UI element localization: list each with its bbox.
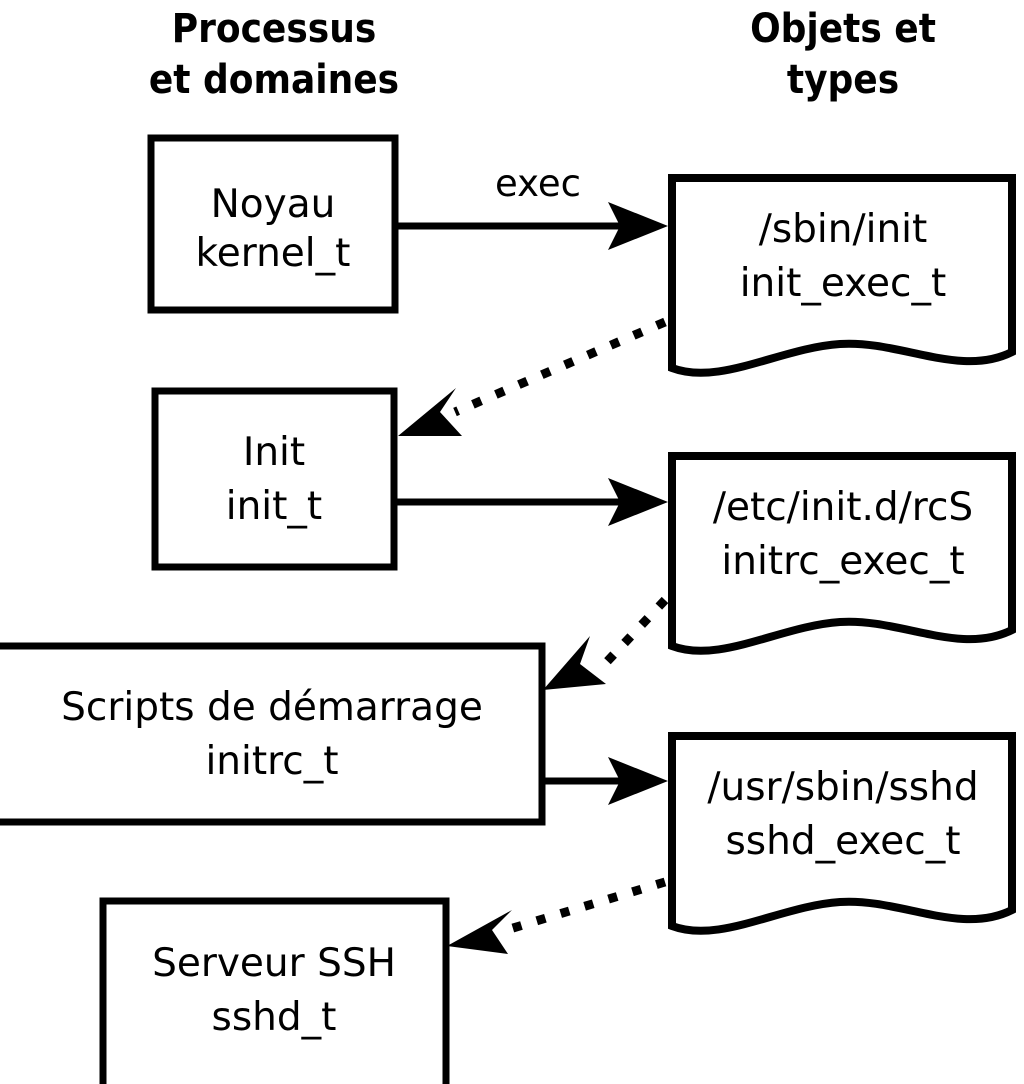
node-kernel-line1: Noyau (211, 182, 336, 227)
node-initrc-box[interactable] (0, 642, 546, 826)
column-header-processes-line1: Processus (172, 6, 377, 52)
edge-initrc-exec-transition-arrowhead (543, 636, 606, 690)
column-header-processes: Processus et domaines (149, 6, 399, 103)
node-kernel[interactable]: Noyau kernel_t (147, 134, 399, 314)
edge-init-exec-transition-line (453, 317, 667, 417)
node-sshd-exec-line2: sshd_exec_t (725, 819, 960, 864)
edge-initrc-exec-transition-line (598, 596, 669, 671)
node-sshd-line1: Serveur SSH (152, 941, 396, 986)
node-sshd-line2: sshd_t (212, 995, 337, 1040)
node-init-exec[interactable]: /sbin/init init_exec_t (668, 174, 1016, 377)
column-header-processes-line2: et domaines (149, 57, 399, 103)
node-init-exec-line2: init_exec_t (740, 261, 947, 306)
node-init-box[interactable] (151, 387, 398, 571)
column-header-objects: Objets et types (750, 6, 936, 103)
edge-sshd-exec-transition-arrowhead (447, 910, 512, 954)
edge-kernel-exec-init-exec: exec (396, 162, 668, 250)
edge-initrc-exec-sshd-exec (541, 757, 668, 805)
node-init-exec-line1: /sbin/init (759, 207, 928, 252)
node-init-exec-document-shape[interactable] (668, 174, 1016, 377)
edge-sshd-exec-transition-line (498, 877, 667, 937)
node-sshd-exec-line1: /usr/sbin/sshd (707, 765, 978, 810)
column-header-objects-line2: types (787, 57, 899, 103)
node-initrc-exec-document-shape[interactable] (668, 452, 1016, 655)
column-header-objects-line1: Objets et (750, 6, 936, 52)
edge-initrc-exec-sshd-arrowhead (608, 757, 668, 805)
node-sshd-box[interactable] (99, 897, 450, 1084)
node-sshd[interactable]: Serveur SSH sshd_t (99, 897, 450, 1084)
edge-init-exec-transition-arrowhead (398, 388, 462, 436)
node-sshd-exec-document-shape[interactable] (668, 732, 1016, 935)
node-initrc-exec-line1: /etc/init.d/rcS (713, 485, 973, 530)
node-initrc-exec-line2: initrc_exec_t (721, 539, 964, 584)
edge-initrc-exec-transition-initrc (543, 596, 669, 690)
edge-init-exec-arrowhead (608, 478, 668, 526)
edge-sshd-exec-transition-sshd (447, 877, 667, 954)
edge-kernel-exec-arrowhead (608, 202, 668, 250)
edge-init-exec-initrc-exec (393, 478, 668, 526)
node-initrc-line1: Scripts de démarrage (61, 685, 483, 730)
node-init-line1: Init (243, 430, 305, 475)
node-init-line2: init_t (226, 484, 322, 529)
node-kernel-box[interactable] (147, 134, 399, 314)
node-initrc-exec[interactable]: /etc/init.d/rcS initrc_exec_t (668, 452, 1016, 655)
edge-init-exec-transition-init (398, 317, 667, 436)
node-initrc[interactable]: Scripts de démarrage initrc_t (0, 642, 546, 826)
node-sshd-exec[interactable]: /usr/sbin/sshd sshd_exec_t (668, 732, 1016, 935)
node-init[interactable]: Init init_t (151, 387, 398, 571)
node-initrc-line2: initrc_t (205, 739, 338, 784)
edge-label-exec: exec (495, 162, 581, 205)
node-kernel-line2: kernel_t (196, 231, 351, 276)
